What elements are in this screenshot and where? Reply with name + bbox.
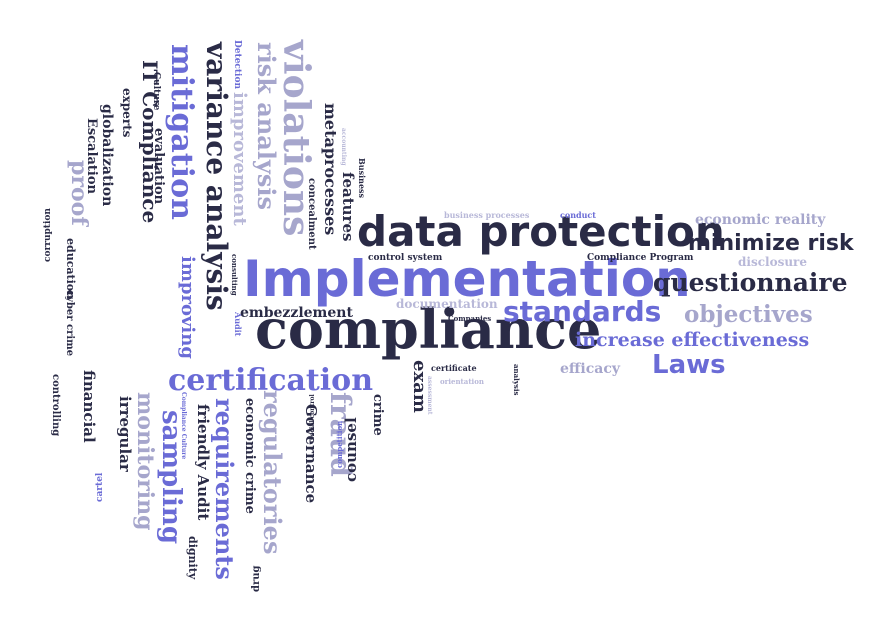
word-efficacy: efficacy	[560, 361, 620, 377]
word-variance-analysis: variance analysis	[200, 42, 233, 311]
word-embezzlement: embezzlement	[240, 305, 353, 321]
word-detection: Detection	[232, 40, 242, 90]
word-culture: Culture	[151, 72, 161, 111]
word-financial: financial	[80, 370, 98, 443]
word-concealment: concealment	[306, 178, 317, 250]
word-companies: Companies	[448, 314, 492, 323]
word-assessment: assessment	[426, 376, 433, 415]
word-controlling: controlling	[50, 374, 61, 437]
word-cartel: cartel	[95, 472, 105, 502]
word-mitigation: mitigation	[164, 44, 199, 220]
word-friendly-audit: friendly Audit	[194, 404, 212, 521]
word-evaluation: evaluation	[151, 128, 166, 205]
word-accounting: accounting	[340, 128, 347, 166]
word-regulatories: regulatories	[258, 390, 287, 555]
word-questionnaire: questionnaire	[653, 268, 848, 297]
word-consulting: consulting	[230, 254, 239, 296]
word-social-control: social control	[309, 394, 316, 440]
word-implementation: Implementation	[243, 250, 691, 308]
word-audit: Audit	[233, 312, 243, 337]
word-metaprocesses: metaprocesses	[321, 103, 340, 236]
word-disclosure: disclosure	[738, 255, 808, 269]
word-orientation: orientation	[440, 377, 484, 386]
word-cyber-crime: cyber crime	[64, 290, 75, 357]
word-economic-reality: economic reality	[695, 212, 826, 228]
word-requirements: requirements	[210, 398, 239, 580]
word-conduct: conduct	[560, 210, 596, 220]
word-corruption: corruption	[43, 208, 53, 262]
word-improvement: improvement	[229, 92, 250, 226]
word-minimize-risk: minimize risk	[688, 231, 854, 256]
word-improving: improving	[177, 256, 198, 359]
word-compliance-culture: Compliance Culture	[180, 392, 187, 460]
word-control-system: control system	[368, 253, 443, 263]
word-data-protection: data protection	[357, 207, 725, 256]
word-business-processes: business processes	[444, 210, 530, 220]
word-certification: certification	[168, 363, 374, 398]
word-globalization: globalization	[99, 104, 115, 207]
word-analysis: analysis	[512, 364, 521, 396]
word-features: features	[339, 172, 357, 242]
word-proof: proof	[66, 160, 92, 226]
word-business: Business	[357, 158, 367, 199]
word-dignity: dignity	[186, 536, 199, 580]
word-documentation: documentation	[396, 297, 498, 311]
word-irregular: irregular	[116, 396, 134, 472]
word-compliance-program: Compliance Program	[587, 253, 694, 263]
word-monitoring: monitoring	[132, 392, 158, 531]
word-standards: standards	[503, 295, 662, 328]
word-drug: drug	[251, 565, 262, 592]
word-risk-analysis: risk analysis	[252, 42, 281, 211]
word-certificate: certificate	[431, 363, 477, 373]
word-laws: Laws	[652, 350, 726, 380]
word-objectives: objectives	[684, 301, 813, 328]
word-economic-crime: economic crime	[242, 398, 257, 514]
word-increase-effectiveness: increase effectiveness	[575, 329, 810, 351]
word-counsel: counsel	[342, 417, 360, 482]
word-experts: experts	[120, 88, 134, 138]
word-crime: crime	[370, 394, 385, 436]
word-compliance: compliance	[255, 297, 602, 361]
